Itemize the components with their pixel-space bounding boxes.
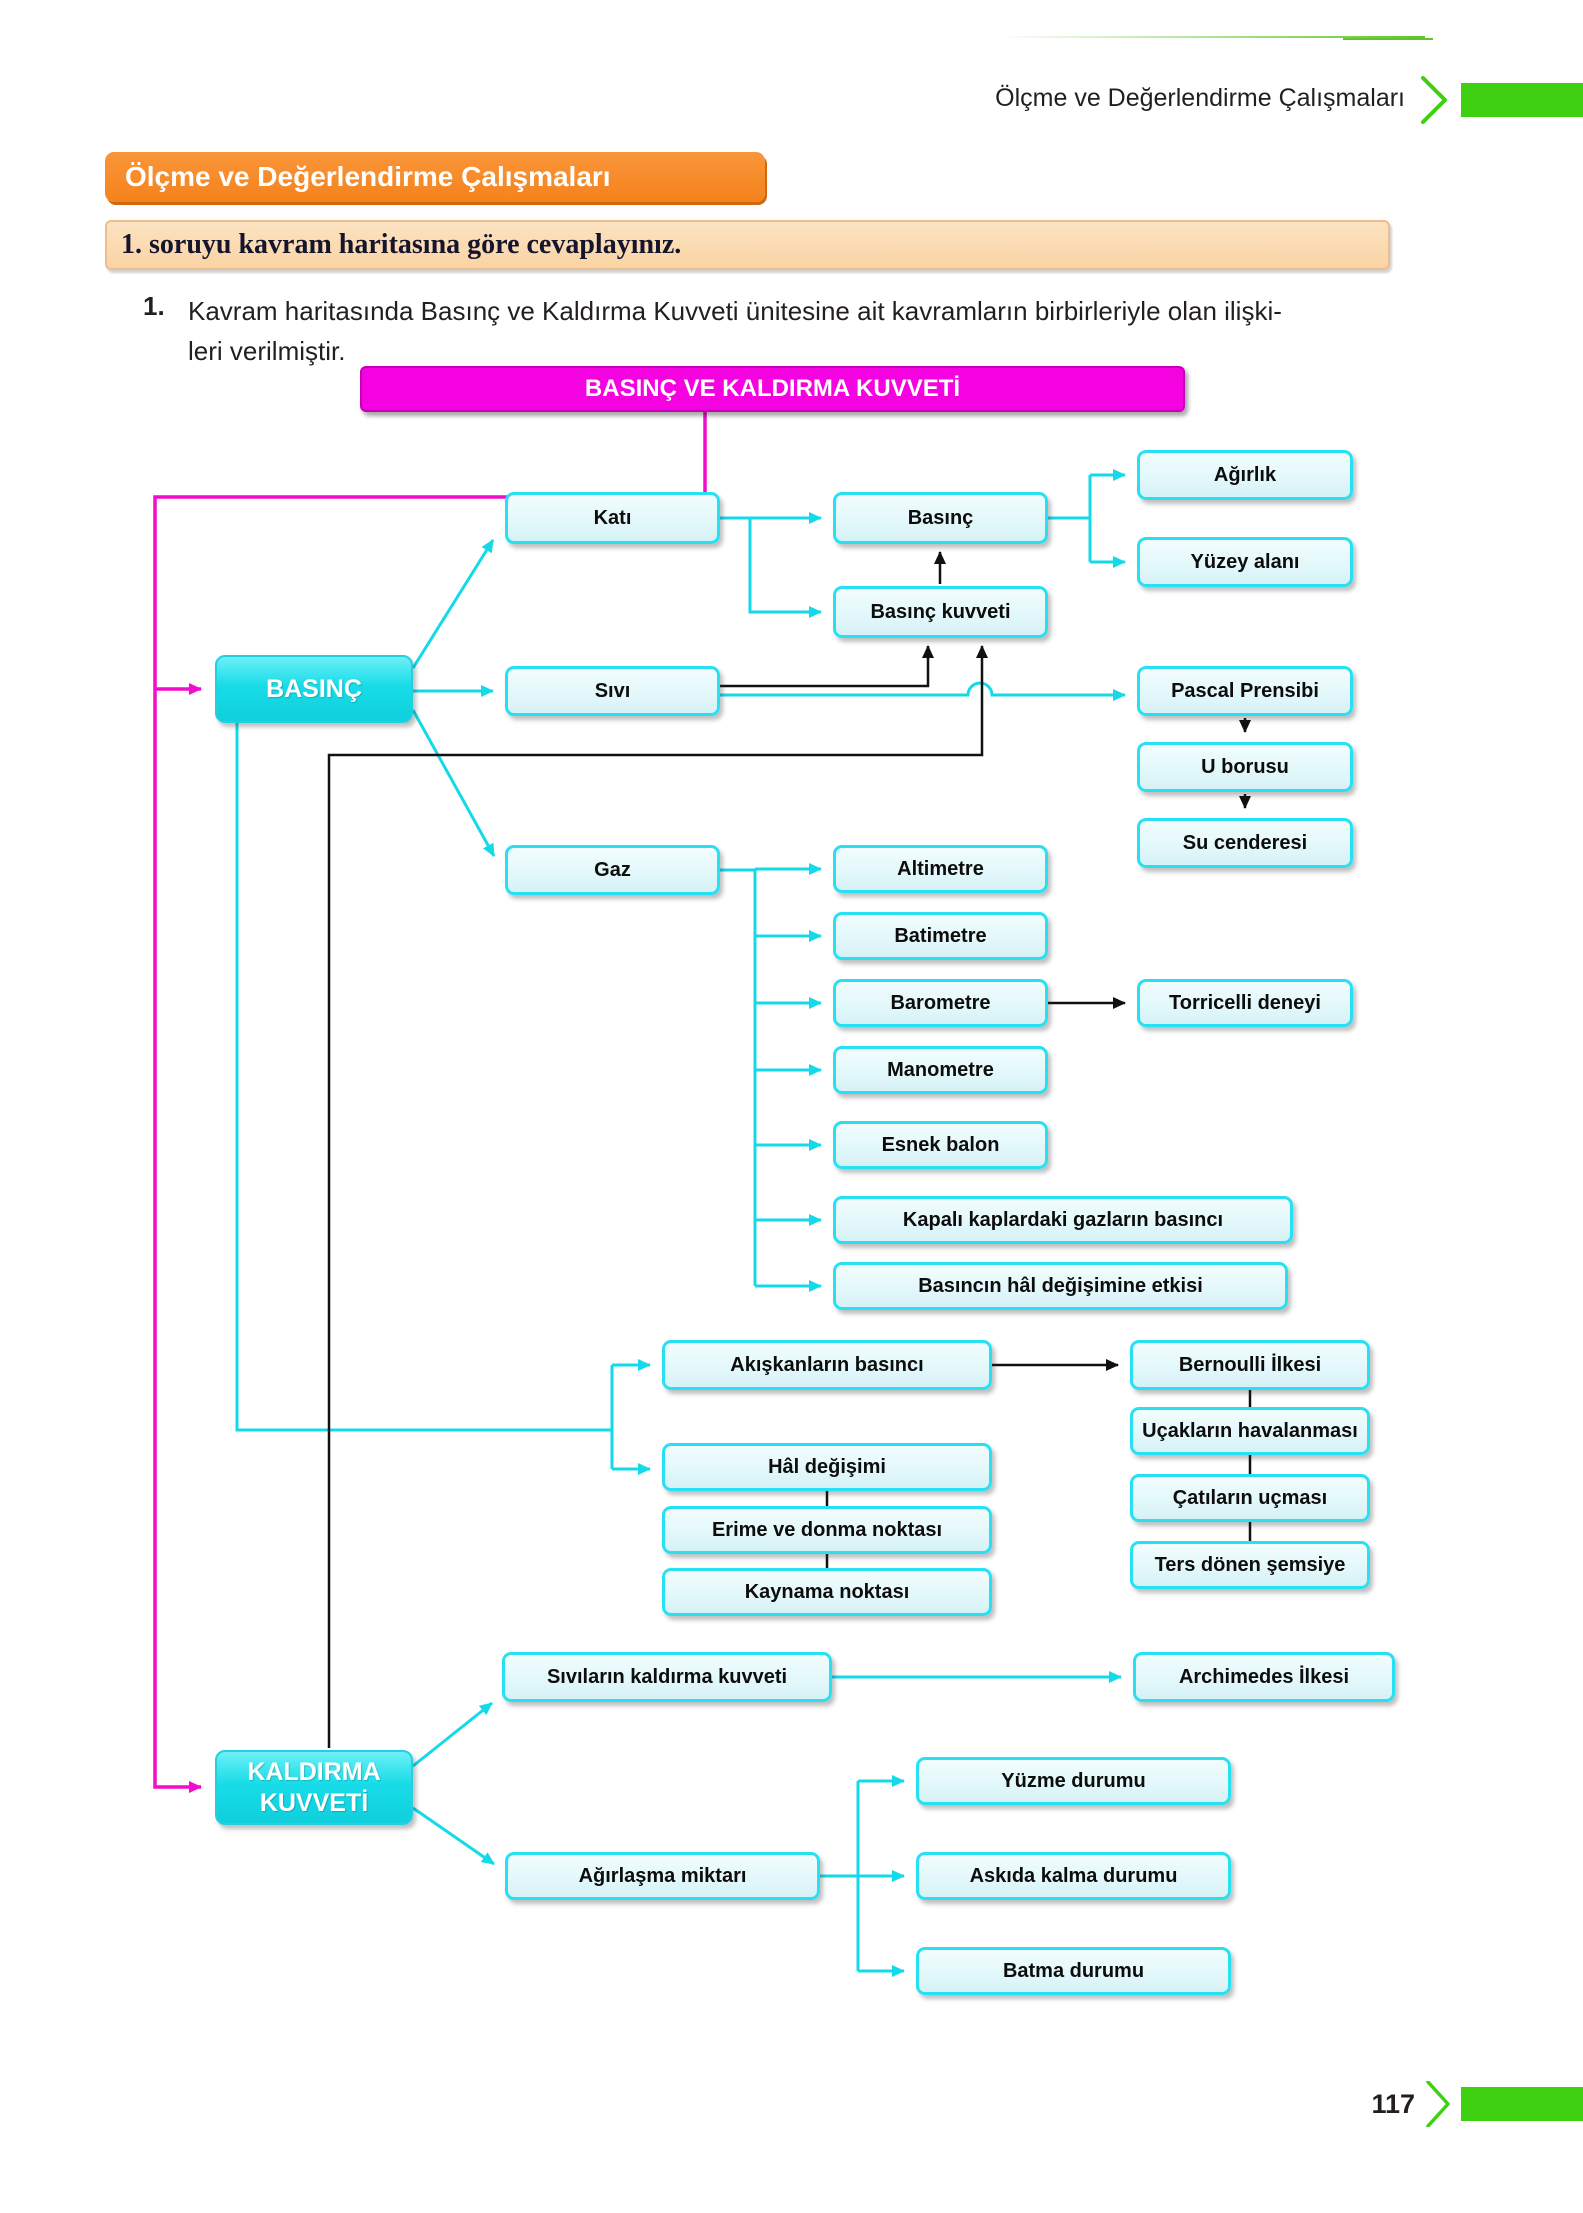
header-underline <box>995 36 1425 38</box>
footer-underline <box>1343 38 1433 40</box>
page-footer: 117 <box>1371 2081 1583 2127</box>
footer-green-bar <box>1461 2087 1583 2121</box>
magenta-connectors <box>153 412 707 1793</box>
node-sivilarin-kaldirma: Sıvıların kaldırma kuvveti <box>502 1652 832 1702</box>
node-akiskanlarin-basinci: Akışkanların basıncı <box>662 1340 992 1390</box>
node-pascal-prensibi: Pascal Prensibi <box>1137 666 1353 716</box>
node-gaz: Gaz <box>505 845 720 895</box>
node-basinc-main: BASINÇ <box>215 655 413 723</box>
node-batma-durumu: Batma durumu <box>916 1947 1231 1995</box>
node-su-cenderesi: Su cenderesi <box>1137 818 1353 868</box>
node-hal-degisimi: Hâl değişimi <box>662 1443 992 1491</box>
node-agirlik: Ağırlık <box>1137 450 1353 500</box>
node-main-title: BASINÇ VE KALDIRMA KUVVETİ <box>360 366 1185 412</box>
question-number: 1. <box>143 291 165 321</box>
node-batimetre: Batimetre <box>833 912 1048 960</box>
black-connectors <box>327 551 1252 1748</box>
node-ters-donen-semsiye: Ters dönen şemsiye <box>1130 1541 1370 1589</box>
node-u-borusu: U borusu <box>1137 742 1353 792</box>
page-number: 117 <box>1371 2088 1415 2119</box>
node-catilarin-ucmasi: Çatıların uçması <box>1130 1474 1370 1522</box>
question-text: Kavram haritasında Basınç ve Kaldırma Ku… <box>188 291 1388 371</box>
cyan-connectors <box>235 469 1126 1977</box>
node-basinc: Basınç <box>833 492 1048 544</box>
node-erime-ve-donma: Erime ve donma noktası <box>662 1506 992 1554</box>
header-green-bar <box>1461 83 1583 117</box>
node-kapali-kaplardaki: Kapalı kaplardaki gazların basıncı <box>833 1196 1293 1244</box>
node-kaynama-noktasi: Kaynama noktası <box>662 1568 992 1616</box>
node-bernoulli-ilkesi: Bernoulli İlkesi <box>1130 1340 1370 1390</box>
question-text-line2: leri verilmiştir. <box>188 336 346 366</box>
node-agirlasma-miktari: Ağırlaşma miktarı <box>505 1852 820 1900</box>
node-manometre: Manometre <box>833 1046 1048 1094</box>
node-sivi: Sıvı <box>505 666 720 716</box>
node-yuzme-durumu: Yüzme durumu <box>916 1757 1231 1805</box>
node-barometre: Barometre <box>833 979 1048 1027</box>
node-yuzey-alani: Yüzey alanı <box>1137 537 1353 587</box>
node-basinc-kuvveti: Basınç kuvveti <box>833 586 1048 638</box>
section-title: Ölçme ve Değerlendirme Çalışmaları <box>105 152 765 202</box>
instruction-banner: 1. soruyu kavram haritasına göre cevapla… <box>105 220 1390 270</box>
running-header: Ölçme ve Değerlendirme Çalışmaları <box>995 76 1583 124</box>
node-archimedes-ilkesi: Archimedes İlkesi <box>1133 1652 1395 1702</box>
node-torricelli-deneyi: Torricelli deneyi <box>1137 979 1353 1027</box>
footer-chevron-icon <box>1426 2081 1450 2127</box>
running-header-title: Ölçme ve Değerlendirme Çalışmaları <box>995 83 1405 112</box>
node-kaldirma-main: KALDIRMA KUVVETİ <box>215 1750 413 1825</box>
node-basincin-hal: Basıncın hâl değişimine etkisi <box>833 1262 1288 1310</box>
node-kati: Katı <box>505 492 720 544</box>
node-ucaklarin-havalanmasi: Uçakların havalanması <box>1130 1407 1370 1455</box>
question-text-line1: Kavram haritasında Basınç ve Kaldırma Ku… <box>188 296 1282 326</box>
node-altimetre: Altimetre <box>833 845 1048 893</box>
node-esnek-balon: Esnek balon <box>833 1121 1048 1169</box>
node-askida-kalma: Askıda kalma durumu <box>916 1852 1231 1900</box>
header-chevron-icon <box>1421 76 1447 124</box>
